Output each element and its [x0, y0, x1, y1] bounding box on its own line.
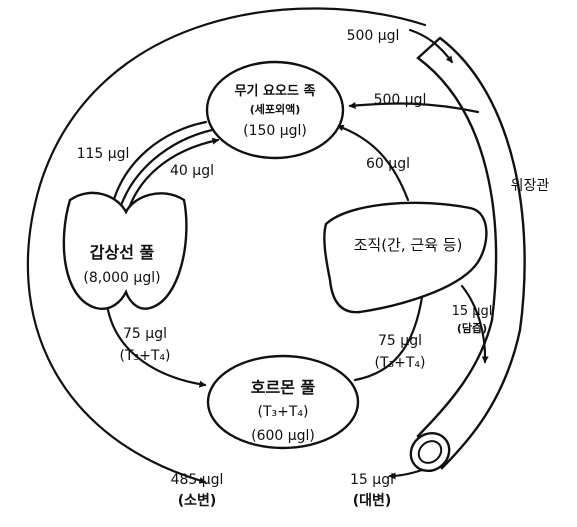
hormone-pool-title: 호르몬 풀	[251, 378, 316, 397]
thyroid-pool	[62, 191, 188, 310]
gut-tube	[409, 36, 526, 473]
iodide-to-thyroid-arrow	[107, 120, 214, 217]
hormone-pool-formula: (T₃+T₄)	[258, 404, 309, 420]
tissue-to-iodide-arrow	[336, 124, 410, 202]
urine-amount: 485 µgl	[171, 472, 224, 488]
hormone-to-tissue-amount: 75 µgl	[378, 333, 422, 349]
gut-label: 위장관	[511, 178, 550, 194]
iodide-pool-title: 무기 요오드 족	[235, 84, 316, 99]
tissue-pool-title: 조직(간, 근육 등)	[354, 236, 463, 254]
hormone-pool	[206, 354, 360, 450]
bile-label: (담즙)	[457, 321, 487, 335]
tissue-pool	[323, 201, 488, 314]
feces-label: (대변)	[353, 493, 392, 509]
hormone-pool-amount: (600 µgl)	[251, 428, 315, 444]
intake-label: 500 µgl	[347, 28, 400, 44]
iodide-pool-amount: (150 µgl)	[243, 123, 307, 139]
feces-amount: 15 µgl	[350, 472, 394, 488]
hormone-to-tissue-formula: (T₃+T₄)	[375, 355, 426, 371]
iodide-pool	[205, 60, 345, 160]
iodide-pool-subtitle: (세포외액)	[250, 102, 301, 116]
iodide-to-thyroid-label: 115 µgl	[77, 146, 130, 162]
gut-absorption-label: 500 µgl	[374, 92, 427, 108]
thyroid-pool-title: 갑상선 풀	[90, 243, 155, 262]
thyroid-to-hormone-formula: (T₃+T₄)	[120, 348, 171, 364]
bile-amount: 15 µgl	[452, 304, 493, 319]
urine-label: (소변)	[178, 493, 217, 509]
gut-absorption-arrow	[348, 102, 480, 114]
thyroid-pool-amount: (8,000 µgl)	[83, 270, 160, 286]
thyroid-to-hormone-arrow	[106, 308, 207, 388]
hormone-to-tissue-arrow	[353, 280, 427, 382]
thyroid-to-hormone-amount: 75 µgl	[123, 326, 167, 342]
thyroid-to-iodide-label: 40 µgl	[170, 163, 214, 179]
bile-arrow	[460, 284, 489, 364]
tissue-to-iodide-label: 60 µgl	[366, 156, 410, 172]
feces-arrow	[388, 468, 424, 480]
intake-arrow	[408, 28, 454, 64]
outer-cycle-arrow	[26, 7, 427, 484]
